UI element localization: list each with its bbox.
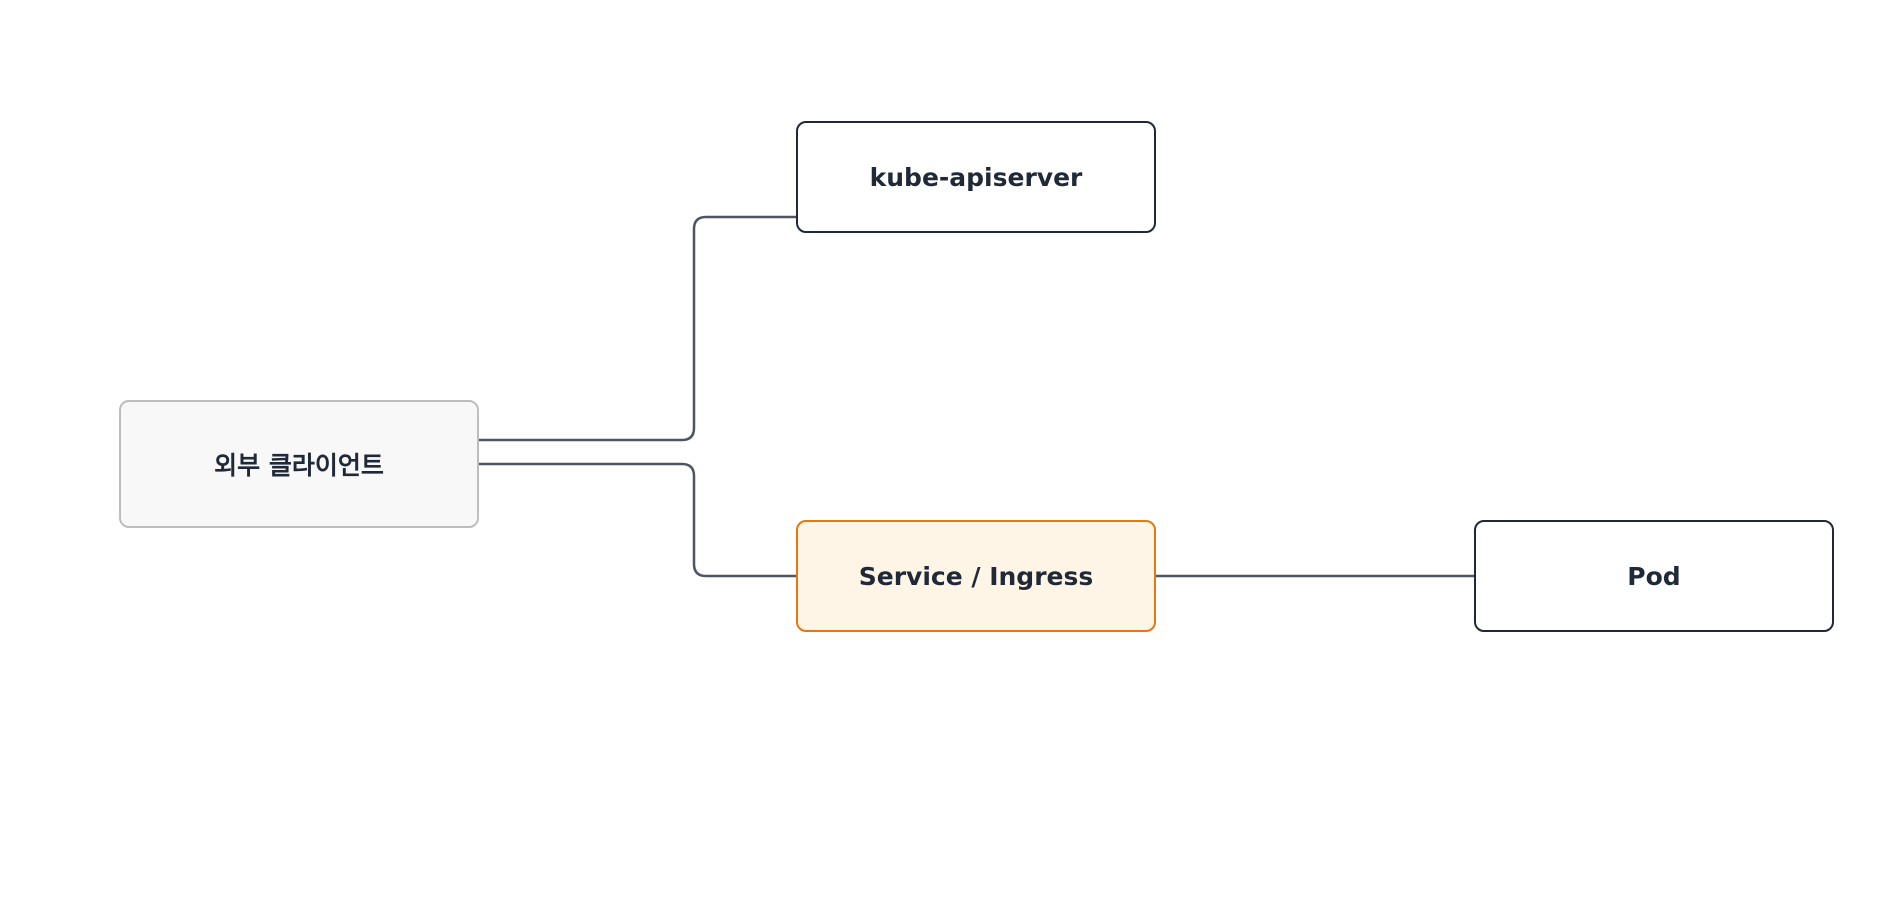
- edge-client-to-service: [479, 462, 796, 578]
- node-label: Service / Ingress: [858, 561, 1094, 591]
- edge-client-to-apiserver: [479, 215, 796, 442]
- node-label: 외부 클라이언트: [214, 451, 384, 480]
- node-pod[interactable]: Pod: [1474, 520, 1834, 632]
- node-kube-apiserver[interactable]: kube-apiserver: [796, 121, 1156, 233]
- node-external-client[interactable]: 외부 클라이언트: [119, 400, 479, 528]
- node-label: kube-apiserver: [869, 162, 1083, 192]
- node-service-ingress[interactable]: Service / Ingress: [796, 520, 1156, 632]
- node-label: Pod: [1627, 561, 1681, 591]
